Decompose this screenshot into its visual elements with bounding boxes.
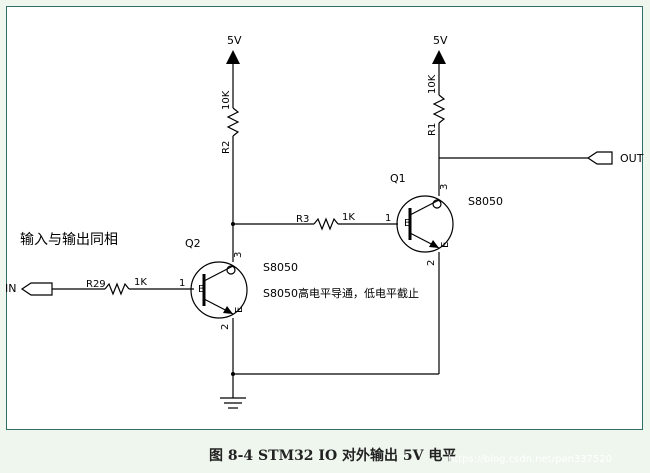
q2-pin-emitter: 2 <box>220 324 231 330</box>
q1-collector-lead <box>409 199 440 216</box>
watermark: https://blog.csdn.net/pan337520 <box>448 454 612 465</box>
r2-name-label: R2 <box>221 141 232 154</box>
transistor-q2-body <box>190 261 248 319</box>
q1-pin-base: 1 <box>385 213 391 224</box>
vcc-label-right: 5V <box>433 34 448 47</box>
transistor-q1-body <box>396 195 454 253</box>
q2-emitter-arrow <box>223 306 233 314</box>
out-port-shape <box>586 151 613 165</box>
out-label: OUT <box>620 152 644 165</box>
r29-name-label: R29 <box>86 279 106 290</box>
r3-value-label: 1K <box>342 212 355 223</box>
q1-name-label: Q1 <box>390 172 406 185</box>
r1-name-label: R1 <box>427 123 438 136</box>
r1-value-label: 10K <box>427 74 438 94</box>
q1-collector-dot <box>432 199 442 209</box>
in-label: IN <box>5 282 16 295</box>
q1-emitter-arrow <box>429 240 439 248</box>
q1-pin-collector: 3 <box>439 184 450 190</box>
q2-e-letter: E <box>234 307 245 313</box>
q2-name-label: Q2 <box>185 237 201 250</box>
q1-b-letter: B <box>404 218 411 229</box>
q2-collector-lead <box>203 265 234 282</box>
vcc-arrow-right <box>432 50 446 64</box>
schematic-frame <box>6 6 643 430</box>
resistor-r29 <box>104 282 130 296</box>
resistor-r3 <box>313 217 339 231</box>
resistor-r1 <box>432 94 446 124</box>
vcc-arrow-left <box>226 50 240 64</box>
r29-value-label: 1K <box>134 277 147 288</box>
q2-pin-base: 1 <box>179 278 185 289</box>
resistor-r2 <box>226 107 240 137</box>
vcc-label-left: 5V <box>227 34 242 47</box>
figure-caption: 图 8-4 STM32 IO 对外输出 5V 电平 <box>209 447 456 464</box>
q1-model-label: S8050 <box>468 195 503 208</box>
in-port-shape <box>20 282 53 296</box>
r3-name-label: R3 <box>296 214 309 225</box>
note-in-out-phase: 输入与输出同相 <box>20 232 118 248</box>
q1-e-letter: E <box>440 242 451 248</box>
note-s8050-behavior: S8050高电平导通，低电平截止 <box>263 286 419 300</box>
q1-pin-emitter: 2 <box>426 260 437 266</box>
q2-b-letter: B <box>198 284 205 295</box>
q2-collector-dot <box>226 265 236 275</box>
q2-pin-collector: 3 <box>233 252 244 258</box>
q2-model-label: S8050 <box>263 261 298 274</box>
r2-value-label: 10K <box>221 90 232 110</box>
